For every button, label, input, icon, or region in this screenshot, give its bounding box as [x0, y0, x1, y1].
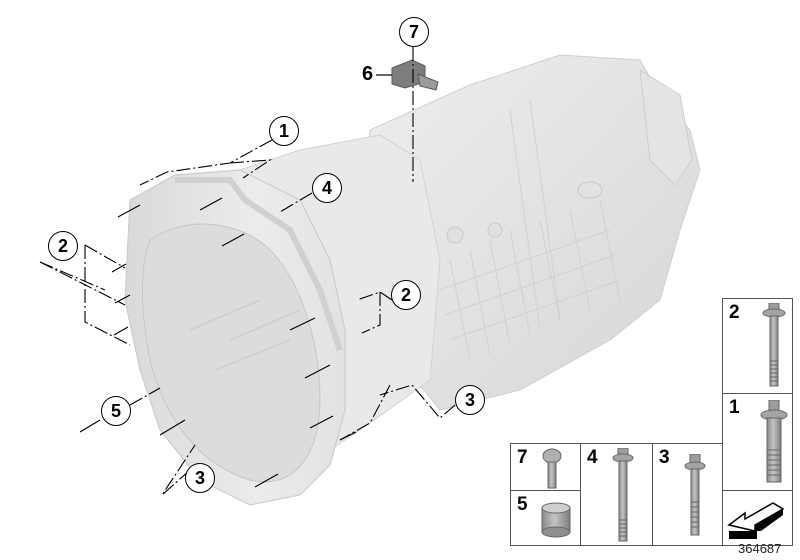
callout-1[interactable]: 1	[269, 116, 299, 146]
part-cell-arrow	[722, 490, 793, 546]
callout-3-bottom[interactable]: 3	[185, 463, 215, 493]
dowel-sleeve-icon	[541, 502, 571, 538]
screw-torx-pan-head-icon	[542, 448, 562, 489]
direction-arrow-icon	[727, 502, 785, 539]
part-number: 2	[729, 302, 740, 323]
callout-7[interactable]: 7	[399, 17, 429, 47]
part-cell-5[interactable]: 5	[510, 490, 581, 546]
bolt-location-ticks	[79, 197, 357, 488]
part-cell-4[interactable]: 4	[580, 443, 653, 546]
diagram-reference-number: 364687	[738, 541, 782, 556]
sensor-part-6	[376, 59, 439, 91]
part-cell-7[interactable]: 7	[510, 443, 581, 491]
part-number: 7	[517, 447, 528, 468]
part-cell-1[interactable]: 1	[722, 393, 793, 491]
callout-2-left[interactable]: 2	[48, 231, 78, 261]
bolt-torx-thick-icon	[760, 400, 788, 483]
part-number: 5	[517, 494, 528, 515]
part-number: 4	[587, 447, 598, 468]
callout-4[interactable]: 4	[312, 173, 342, 203]
callout-2-middle[interactable]: 2	[391, 280, 421, 310]
part-cell-2[interactable]: 2	[722, 298, 793, 394]
callout-3-right[interactable]: 3	[455, 385, 485, 415]
gearbox-housing	[124, 54, 701, 506]
bolt-medium-flange-icon	[684, 454, 706, 536]
callout-5[interactable]: 5	[101, 396, 131, 426]
bolt-long-flange-icon	[762, 303, 786, 387]
part-cell-3[interactable]: 3	[652, 443, 723, 546]
bolt-long-icon	[612, 448, 634, 542]
label-6[interactable]: 6	[362, 63, 374, 85]
leader-lines	[39, 47, 456, 496]
part-number: 3	[659, 447, 670, 468]
part-number: 1	[729, 397, 740, 418]
